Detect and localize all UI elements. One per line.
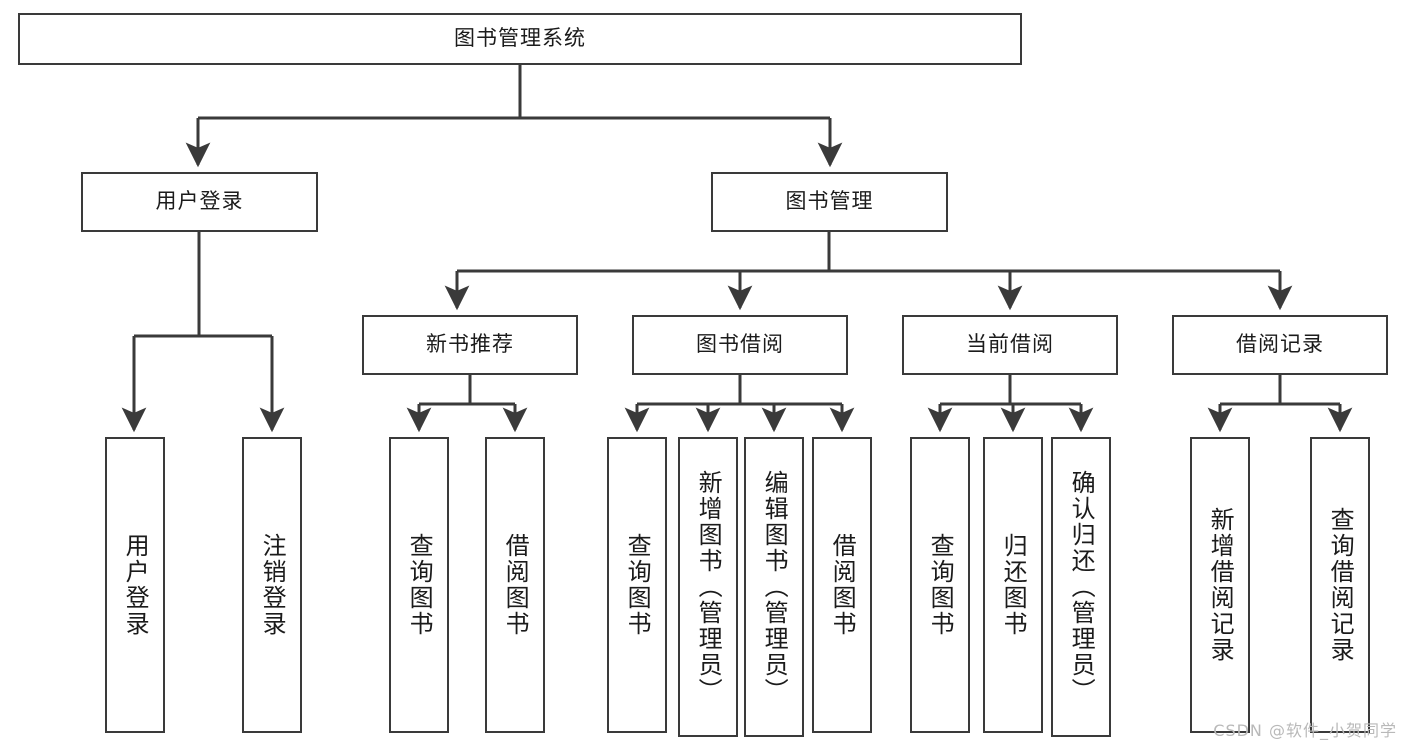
node-book-management-label: 图书管理 <box>785 189 874 214</box>
leaf-logout-label: 注销登录 <box>258 533 287 637</box>
leaf-query-book-current[interactable]: 查询图书 <box>910 437 970 733</box>
node-book-borrowing[interactable]: 图书借阅 <box>632 315 848 375</box>
leaf-add-borrow-record[interactable]: 新增借阅记录 <box>1190 437 1250 733</box>
leaf-add-book-admin-label: 新增图书（管理员） <box>694 470 723 704</box>
leaf-query-borrow-record[interactable]: 查询借阅记录 <box>1310 437 1370 733</box>
node-root-label: 图书管理系统 <box>454 26 586 51</box>
leaf-query-book-new-label: 查询图书 <box>405 533 434 637</box>
leaf-user-login[interactable]: 用户登录 <box>105 437 165 733</box>
node-current-borrowing[interactable]: 当前借阅 <box>902 315 1118 375</box>
leaf-return-book[interactable]: 归还图书 <box>983 437 1043 733</box>
node-new-book-recommendation-label: 新书推荐 <box>426 332 514 357</box>
node-user-login-label: 用户登录 <box>155 189 244 214</box>
leaf-edit-book-admin-label: 编辑图书（管理员） <box>760 470 789 704</box>
node-borrow-records-label: 借阅记录 <box>1236 332 1324 357</box>
leaf-return-book-label: 归还图书 <box>999 533 1028 637</box>
leaf-query-book-current-label: 查询图书 <box>926 533 955 637</box>
leaf-query-book-new[interactable]: 查询图书 <box>389 437 449 733</box>
leaf-confirm-return-admin[interactable]: 确认归还（管理员） <box>1051 437 1111 737</box>
node-book-management[interactable]: 图书管理 <box>711 172 948 232</box>
leaf-query-book-borrow[interactable]: 查询图书 <box>607 437 667 733</box>
node-user-login[interactable]: 用户登录 <box>81 172 318 232</box>
leaf-query-borrow-record-label: 查询借阅记录 <box>1326 507 1355 663</box>
node-current-borrowing-label: 当前借阅 <box>966 332 1054 357</box>
leaf-query-book-borrow-label: 查询图书 <box>623 533 652 637</box>
leaf-borrow-book-new[interactable]: 借阅图书 <box>485 437 545 733</box>
leaf-add-borrow-record-label: 新增借阅记录 <box>1206 507 1235 663</box>
node-root[interactable]: 图书管理系统 <box>18 13 1022 65</box>
watermark: CSDN @软件_小贺同学 <box>1213 721 1397 740</box>
leaf-user-login-label: 用户登录 <box>121 533 150 637</box>
leaf-add-book-admin[interactable]: 新增图书（管理员） <box>678 437 738 737</box>
leaf-borrow-book-label: 借阅图书 <box>828 533 857 637</box>
leaf-borrow-book[interactable]: 借阅图书 <box>812 437 872 733</box>
node-borrow-records[interactable]: 借阅记录 <box>1172 315 1388 375</box>
leaf-logout[interactable]: 注销登录 <box>242 437 302 733</box>
leaf-confirm-return-admin-label: 确认归还（管理员） <box>1067 470 1096 704</box>
node-new-book-recommendation[interactable]: 新书推荐 <box>362 315 578 375</box>
node-book-borrowing-label: 图书借阅 <box>696 332 784 357</box>
leaf-edit-book-admin[interactable]: 编辑图书（管理员） <box>744 437 804 737</box>
leaf-borrow-book-new-label: 借阅图书 <box>501 533 530 637</box>
